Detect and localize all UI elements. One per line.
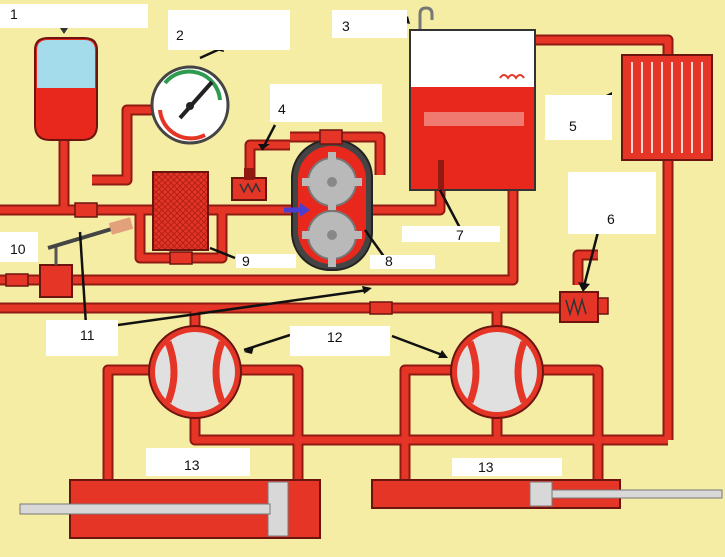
label-3: 3 (342, 18, 350, 34)
cylinder-right (371, 479, 723, 509)
rotary-valve-right (450, 325, 544, 419)
answer-box-8 (370, 255, 435, 269)
label-9: 9 (242, 253, 250, 269)
label-13-right: 13 (478, 459, 494, 475)
oil-tank (409, 29, 536, 191)
pipe-network (0, 34, 674, 480)
answer-box-3 (332, 10, 407, 38)
cylinder-left (19, 479, 321, 539)
label-6: 6 (607, 211, 615, 227)
label-13-left: 13 (184, 457, 200, 473)
cooler (621, 54, 713, 161)
check-valves (5, 129, 393, 315)
gear-pump (284, 139, 373, 271)
label-7: 7 (456, 227, 464, 243)
answer-box-13-right (452, 458, 562, 476)
answer-box-10 (0, 232, 38, 262)
label-1: 1 (10, 6, 18, 22)
answer-box-9 (236, 254, 296, 268)
label-10: 10 (10, 241, 26, 257)
pressure-gauge (150, 65, 230, 145)
label-11: 11 (80, 327, 95, 343)
answer-box-4 (270, 84, 382, 122)
answer-box-1 (0, 4, 148, 28)
label-2: 2 (176, 27, 184, 43)
relief-valve (231, 168, 267, 201)
answer-box-5 (545, 95, 612, 140)
answer-box-11 (46, 320, 118, 356)
answer-box-6 (568, 172, 656, 234)
label-5: 5 (569, 118, 577, 134)
accumulator (34, 28, 98, 141)
breather-pipe (418, 6, 434, 30)
answer-box-13-left (146, 448, 250, 476)
answer-box-12 (290, 326, 390, 356)
answer-box-2 (168, 10, 290, 50)
filter (152, 171, 209, 251)
label-4: 4 (278, 101, 286, 117)
hand-pump (39, 217, 134, 298)
answer-box-7 (402, 226, 500, 242)
label-8: 8 (385, 253, 393, 269)
pressure-check-valve (559, 291, 609, 323)
rotary-valve-left (148, 325, 242, 419)
label-12: 12 (327, 329, 343, 345)
